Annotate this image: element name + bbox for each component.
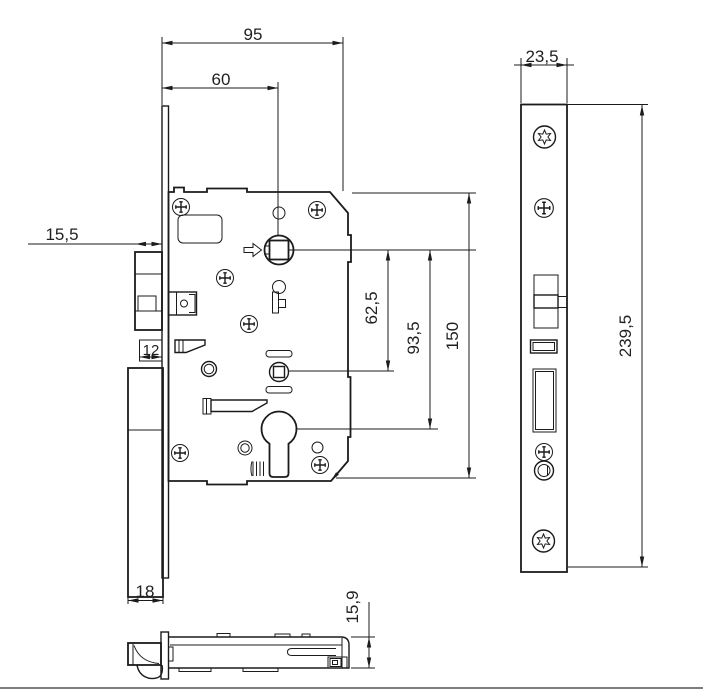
mount-tab (178, 668, 212, 672)
dim-case-thickness: 15,9 (343, 590, 375, 669)
stop-bracket (168, 646, 174, 662)
auxiliary-cutout (529, 339, 558, 354)
dim-spindle-to-cylinder: 93,5 (404, 250, 433, 429)
spring-coil (250, 461, 264, 477)
dim-faceplate-width: 23,5 (514, 47, 574, 103)
switch-part (272, 291, 286, 314)
locking-lever (202, 398, 268, 415)
phillips-screw-icon (533, 197, 555, 219)
mount-tab (216, 633, 231, 638)
deadbolt-cutout (532, 368, 557, 433)
small-hole (272, 206, 286, 220)
mount-tab (274, 633, 291, 638)
dim-label-15-9: 15,9 (343, 590, 362, 623)
phillips-screw-icon (215, 268, 235, 288)
mount-tab (242, 668, 279, 672)
faceplate-front-view: 23,5 (514, 47, 648, 573)
lock-case-outline (167, 186, 352, 486)
phillips-screw-icon (170, 443, 190, 463)
dim-deadbolt-width: 18 (127, 582, 164, 604)
phillips-screw-icon (534, 442, 554, 462)
lock-top-view: 15,9 (127, 590, 375, 680)
slot (265, 386, 293, 394)
phillips-screw-icon (307, 200, 327, 220)
dim-label-239-5: 239,5 (616, 315, 635, 358)
phillips-screw-icon (239, 314, 259, 334)
mount-tab (301, 633, 311, 638)
pivot-ring (200, 360, 218, 378)
dim-faceplate-length: 239,5 (567, 104, 648, 568)
right-arrow-icon (243, 242, 263, 258)
dim-backset: 60 (162, 70, 279, 236)
dim-label-15-5: 15,5 (45, 225, 78, 244)
deadbolt-extended (127, 367, 164, 598)
dim-label-95: 95 (244, 25, 263, 44)
secondary-hub (268, 361, 290, 383)
phillips-screw-icon (171, 197, 191, 217)
dim-label-18: 18 (136, 582, 155, 601)
dim-label-150: 150 (443, 322, 462, 350)
adjuster-cam (533, 460, 555, 481)
dim-overall-depth: 95 (161, 25, 344, 191)
dim-deadbolt-thickness: 12 (139, 339, 163, 362)
bushing-ring (237, 440, 253, 456)
chamfer-arrowhead (331, 472, 339, 481)
small-hole (311, 441, 324, 454)
dim-label-23-5: 23,5 (525, 47, 558, 66)
dim-spindle-to-hub: 62,5 (362, 250, 391, 371)
case-screws (170, 197, 330, 475)
auxiliary-latch (167, 291, 198, 316)
dim-label-62-5: 62,5 (362, 291, 381, 324)
lock-body-front-view: 95 60 15,5 (28, 25, 476, 604)
faceplate-plate (520, 103, 568, 573)
torx-screw-icon (531, 529, 556, 553)
lever-flag-part (174, 339, 206, 354)
dim-label-12: 12 (143, 342, 160, 359)
torx-screw-icon (532, 125, 557, 149)
dim-latch-projection: 15,5 (28, 225, 162, 247)
card-window (177, 214, 223, 244)
dim-case-height: 150 (443, 193, 472, 478)
dim-label-93-5: 93,5 (404, 321, 423, 354)
slot (265, 350, 293, 358)
page-bottom-border (0, 687, 703, 689)
latch-bolt-side (134, 251, 163, 331)
dim-label-60: 60 (212, 70, 231, 89)
case-internals-top-view (286, 648, 348, 669)
latch-bolt-front (533, 274, 568, 329)
case-top-view (168, 636, 350, 669)
latch-head-top-view (127, 642, 164, 680)
phillips-screw-icon (310, 455, 330, 475)
euro-cylinder-cutout (260, 410, 298, 478)
